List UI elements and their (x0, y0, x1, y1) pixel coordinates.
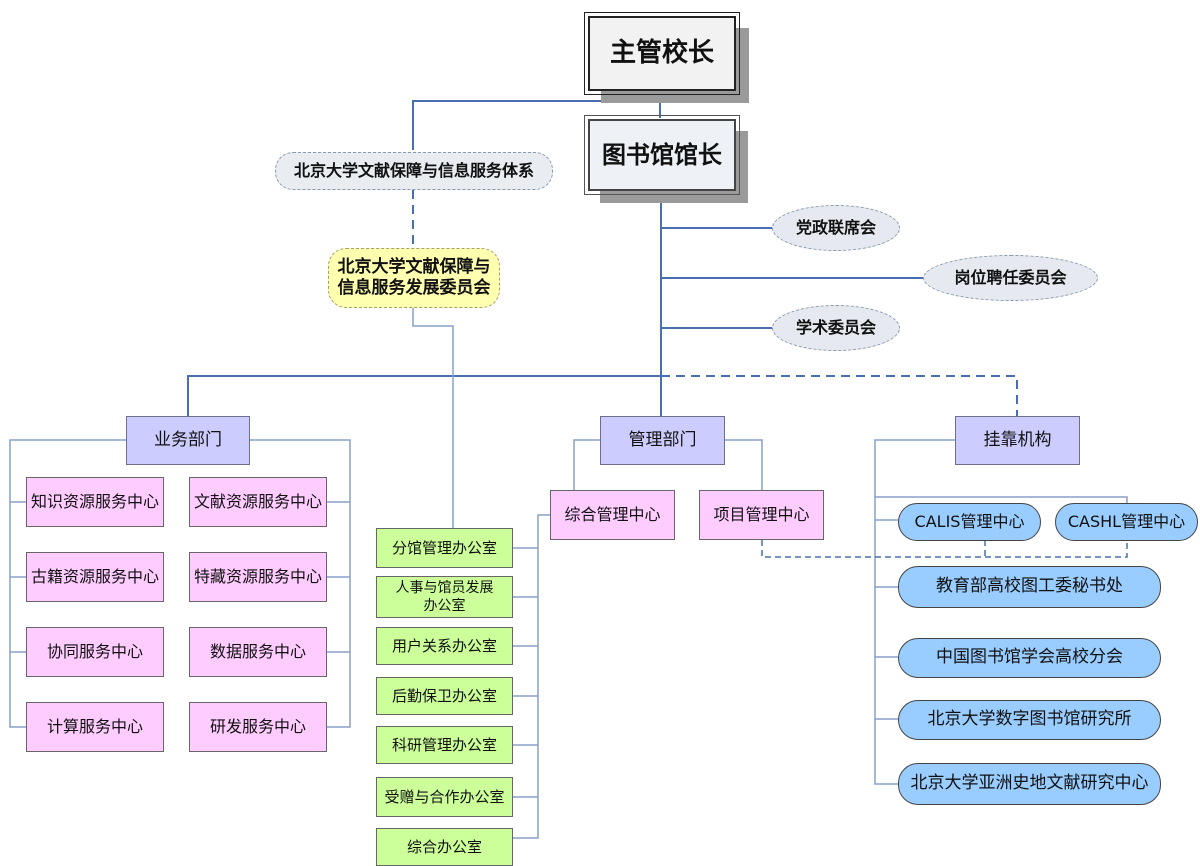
center-label: 知识资源服务中心 (30, 492, 159, 511)
affiliated-org: 北京大学亚洲史地文献研究中心 (898, 763, 1161, 805)
council-oval: 学术委员会 (772, 305, 900, 351)
office-label: 综合办公室 (406, 837, 482, 856)
office-box: 分馆管理办公室 (376, 528, 513, 568)
affiliated-org: 教育部高校图工委秘书处 (898, 566, 1161, 608)
center-box: 古籍资源服务中心 (26, 552, 164, 602)
committee-label: 北京大学文献保障与 信息服务发展委员会 (337, 256, 491, 298)
affiliated-org: CASHL管理中心 (1055, 503, 1198, 541)
dept-label: 业务部门 (154, 429, 222, 450)
office-box: 科研管理办公室 (376, 726, 513, 764)
center-box: 文献资源服务中心 (189, 477, 327, 527)
center-label: 协同服务中心 (46, 642, 143, 661)
affiliated-label: CASHL管理中心 (1067, 512, 1186, 531)
dept-label: 管理部门 (628, 429, 697, 450)
affiliated-label: 教育部高校图工委秘书处 (936, 576, 1123, 597)
committee-pill: 北京大学文献保障与 信息服务发展委员会 (328, 248, 500, 308)
dept-business: 业务部门 (126, 416, 250, 465)
affiliated-label: 中国图书馆学会高校分会 (936, 647, 1123, 668)
center-label: 计算服务中心 (46, 717, 143, 736)
council-label: 党政联席会 (795, 218, 876, 237)
center-label: 综合管理中心 (564, 505, 661, 524)
office-box: 用户关系办公室 (376, 627, 513, 665)
principal-label: 主管校长 (609, 38, 714, 69)
council-oval: 党政联席会 (772, 205, 900, 251)
dept-label: 挂靠机构 (983, 429, 1052, 450)
office-box: 人事与馆员发展 办公室 (376, 576, 513, 618)
principal-box: 主管校长 (584, 12, 740, 95)
center-box: 特藏资源服务中心 (189, 552, 327, 602)
affiliated-label: 北京大学数字图书馆研究所 (927, 709, 1132, 730)
center-box: 协同服务中心 (26, 627, 164, 677)
affiliated-org: 北京大学数字图书馆研究所 (898, 700, 1161, 740)
office-label: 人事与馆员发展 办公室 (395, 579, 494, 614)
center-box: 知识资源服务中心 (26, 477, 164, 527)
center-label: 特藏资源服务中心 (193, 567, 322, 586)
affiliated-label: 北京大学亚洲史地文献研究中心 (910, 773, 1149, 794)
mgmt-center-box: 综合管理中心 (550, 490, 675, 540)
affiliated-org: CALIS管理中心 (898, 503, 1041, 541)
system-pill: 北京大学文献保障与信息服务体系 (275, 152, 553, 190)
office-box: 后勤保卫办公室 (376, 677, 513, 715)
council-label: 学术委员会 (795, 318, 876, 337)
affiliated-label: CALIS管理中心 (914, 512, 1025, 531)
center-label: 项目管理中心 (713, 505, 810, 524)
center-box: 研发服务中心 (189, 702, 327, 752)
office-label: 受赠与合作办公室 (384, 787, 505, 806)
office-box: 综合办公室 (376, 828, 513, 866)
center-label: 古籍资源服务中心 (30, 567, 159, 586)
office-label: 科研管理办公室 (391, 735, 497, 754)
office-label: 用户关系办公室 (391, 636, 497, 655)
council-oval: 岗位聘任委员会 (923, 255, 1098, 301)
center-label: 数据服务中心 (209, 642, 306, 661)
dept-affiliated: 挂靠机构 (955, 416, 1080, 465)
office-label: 后勤保卫办公室 (391, 686, 497, 705)
office-label: 分馆管理办公室 (391, 538, 497, 557)
dept-management: 管理部门 (600, 416, 725, 465)
center-label: 文献资源服务中心 (193, 492, 322, 511)
system-label: 北京大学文献保障与信息服务体系 (293, 161, 534, 180)
center-box: 计算服务中心 (26, 702, 164, 752)
director-label: 图书馆馆长 (602, 141, 722, 169)
center-box: 数据服务中心 (189, 627, 327, 677)
mgmt-center-box: 项目管理中心 (699, 490, 824, 540)
affiliated-org: 中国图书馆学会高校分会 (898, 638, 1161, 678)
council-label: 岗位聘任委员会 (954, 268, 1067, 287)
director-box: 图书馆馆长 (584, 115, 740, 195)
center-label: 研发服务中心 (209, 717, 306, 736)
office-box: 受赠与合作办公室 (376, 777, 513, 817)
